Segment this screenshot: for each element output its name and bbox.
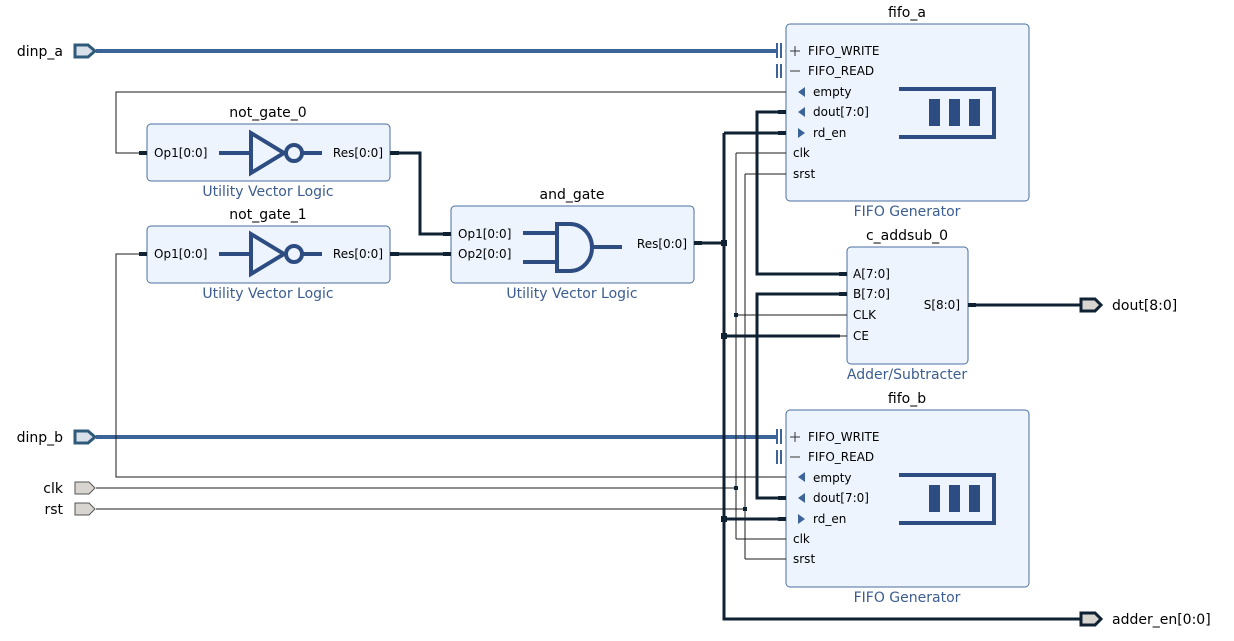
block-type: FIFO Generator bbox=[854, 590, 961, 606]
pin-empty[interactable]: empty bbox=[813, 85, 852, 99]
block-c-addsub-0[interactable]: c_addsub_0 A[7:0] B[7:0] CLK CE S[8:0] A… bbox=[839, 228, 976, 383]
pin-rd-en[interactable]: rd_en bbox=[813, 512, 846, 526]
pin-a[interactable]: A[7:0] bbox=[853, 267, 890, 281]
pin-b[interactable]: B[7:0] bbox=[853, 287, 890, 301]
pin-op2[interactable]: Op2[0:0] bbox=[458, 247, 511, 261]
port-label: dout[8:0] bbox=[1112, 298, 1177, 314]
block-title: not_gate_1 bbox=[229, 207, 306, 223]
block-type: FIFO Generator bbox=[854, 204, 961, 220]
wire-fifo-a-empty[interactable] bbox=[115, 91, 785, 154]
junction bbox=[721, 333, 727, 339]
output-port-icon bbox=[1079, 297, 1104, 313]
input-arrow-icon bbox=[798, 514, 805, 524]
interface-pin-stubs bbox=[776, 43, 782, 78]
block-type: Utility Vector Logic bbox=[202, 286, 333, 302]
port-adder-en[interactable]: adder_en[0:0] bbox=[1079, 611, 1211, 628]
pin-rd-en[interactable]: rd_en bbox=[813, 126, 846, 140]
pin-res[interactable]: Res[0:0] bbox=[637, 237, 687, 251]
port-clk[interactable]: clk bbox=[43, 481, 96, 497]
pin-dout[interactable]: dout[7:0] bbox=[813, 105, 869, 119]
output-arrow-icon bbox=[798, 107, 805, 117]
pin-res[interactable]: Res[0:0] bbox=[333, 146, 383, 160]
wire-not0-res[interactable] bbox=[398, 151, 444, 236]
wire-and-res[interactable] bbox=[700, 241, 1080, 621]
pin-s[interactable]: S[8:0] bbox=[924, 298, 960, 312]
input-arrow-icon bbox=[798, 128, 805, 138]
block-type: Adder/Subtracter bbox=[847, 367, 967, 383]
input-port-icon bbox=[74, 481, 96, 495]
block-and-gate[interactable]: and_gate Op1[0:0] Op2[0:0] Res[0:0] Util… bbox=[443, 187, 702, 302]
pin-ce[interactable]: CE bbox=[853, 329, 869, 343]
block-title: and_gate bbox=[540, 187, 605, 203]
port-label: clk bbox=[43, 481, 64, 497]
pin-empty[interactable]: empty bbox=[813, 471, 852, 485]
pin-fifo-write[interactable]: FIFO_WRITE bbox=[808, 44, 879, 58]
port-label: adder_en[0:0] bbox=[1112, 612, 1211, 628]
and-gate-icon bbox=[523, 222, 622, 273]
block-title: not_gate_0 bbox=[229, 105, 306, 121]
block-title: c_addsub_0 bbox=[866, 228, 948, 244]
pin-srst[interactable]: srst bbox=[793, 552, 815, 566]
pin-op1[interactable]: Op1[0:0] bbox=[154, 146, 207, 160]
pin-srst[interactable]: srst bbox=[793, 167, 815, 181]
expand-plus-icon[interactable] bbox=[790, 46, 800, 56]
fifo-icon bbox=[899, 87, 996, 139]
pin-op1[interactable]: Op1[0:0] bbox=[458, 227, 511, 241]
output-arrow-icon bbox=[798, 493, 805, 503]
output-arrow-icon bbox=[798, 472, 805, 482]
pin-clk[interactable]: CLK bbox=[853, 308, 877, 322]
port-label: dinp_b bbox=[17, 430, 64, 446]
port-label: dinp_a bbox=[17, 44, 63, 60]
wire-fifo-a-dout[interactable] bbox=[755, 110, 840, 276]
pin-fifo-write[interactable]: FIFO_WRITE bbox=[808, 430, 879, 444]
input-port-icon bbox=[73, 43, 98, 59]
fifo-icon bbox=[899, 473, 996, 525]
input-port-icon bbox=[74, 502, 96, 516]
block-not-gate-0[interactable]: not_gate_0 Op1[0:0] Res[0:0] Utility Vec… bbox=[139, 105, 399, 200]
block-title: fifo_a bbox=[888, 5, 926, 21]
junction bbox=[721, 240, 727, 246]
pin-res[interactable]: Res[0:0] bbox=[333, 247, 383, 261]
pin-op1[interactable]: Op1[0:0] bbox=[154, 247, 207, 261]
pin-fifo-read[interactable]: FIFO_READ bbox=[808, 450, 874, 464]
interface-pin-stubs bbox=[776, 429, 782, 464]
block-not-gate-1[interactable]: not_gate_1 Op1[0:0] Res[0:0] Utility Vec… bbox=[139, 207, 399, 302]
pin-dout[interactable]: dout[7:0] bbox=[813, 491, 869, 505]
port-dinp-a[interactable]: dinp_a bbox=[17, 43, 98, 60]
block-fifo-b[interactable]: fifo_b FIFO_WRITE FIFO_READ empty dout[7… bbox=[776, 391, 1030, 606]
port-label: rst bbox=[44, 502, 63, 518]
input-port-icon bbox=[73, 429, 98, 445]
pin-clk[interactable]: clk bbox=[793, 532, 810, 546]
block-title: fifo_b bbox=[888, 391, 926, 407]
output-arrow-icon bbox=[798, 87, 805, 97]
wire-fifo-b-empty[interactable] bbox=[115, 253, 785, 478]
expand-plus-icon[interactable] bbox=[790, 432, 800, 442]
port-dinp-b[interactable]: dinp_b bbox=[17, 429, 98, 446]
not-gate-icon bbox=[219, 230, 322, 278]
pin-fifo-read[interactable]: FIFO_READ bbox=[808, 64, 874, 78]
block-type: Utility Vector Logic bbox=[506, 286, 637, 302]
port-rst[interactable]: rst bbox=[44, 502, 96, 518]
pin-clk[interactable]: clk bbox=[793, 146, 810, 160]
port-dout[interactable]: dout[8:0] bbox=[1079, 297, 1177, 314]
junction bbox=[734, 486, 738, 490]
block-type: Utility Vector Logic bbox=[202, 184, 333, 200]
output-port-icon bbox=[1079, 611, 1104, 627]
wire-fifo-b-dout[interactable] bbox=[755, 292, 840, 500]
junction bbox=[721, 516, 727, 522]
junction bbox=[734, 313, 738, 317]
block-fifo-a[interactable]: fifo_a FIFO_WRITE FIFO_READ empty dout[7… bbox=[776, 5, 1030, 220]
junction bbox=[743, 507, 747, 511]
not-gate-icon bbox=[219, 129, 322, 177]
